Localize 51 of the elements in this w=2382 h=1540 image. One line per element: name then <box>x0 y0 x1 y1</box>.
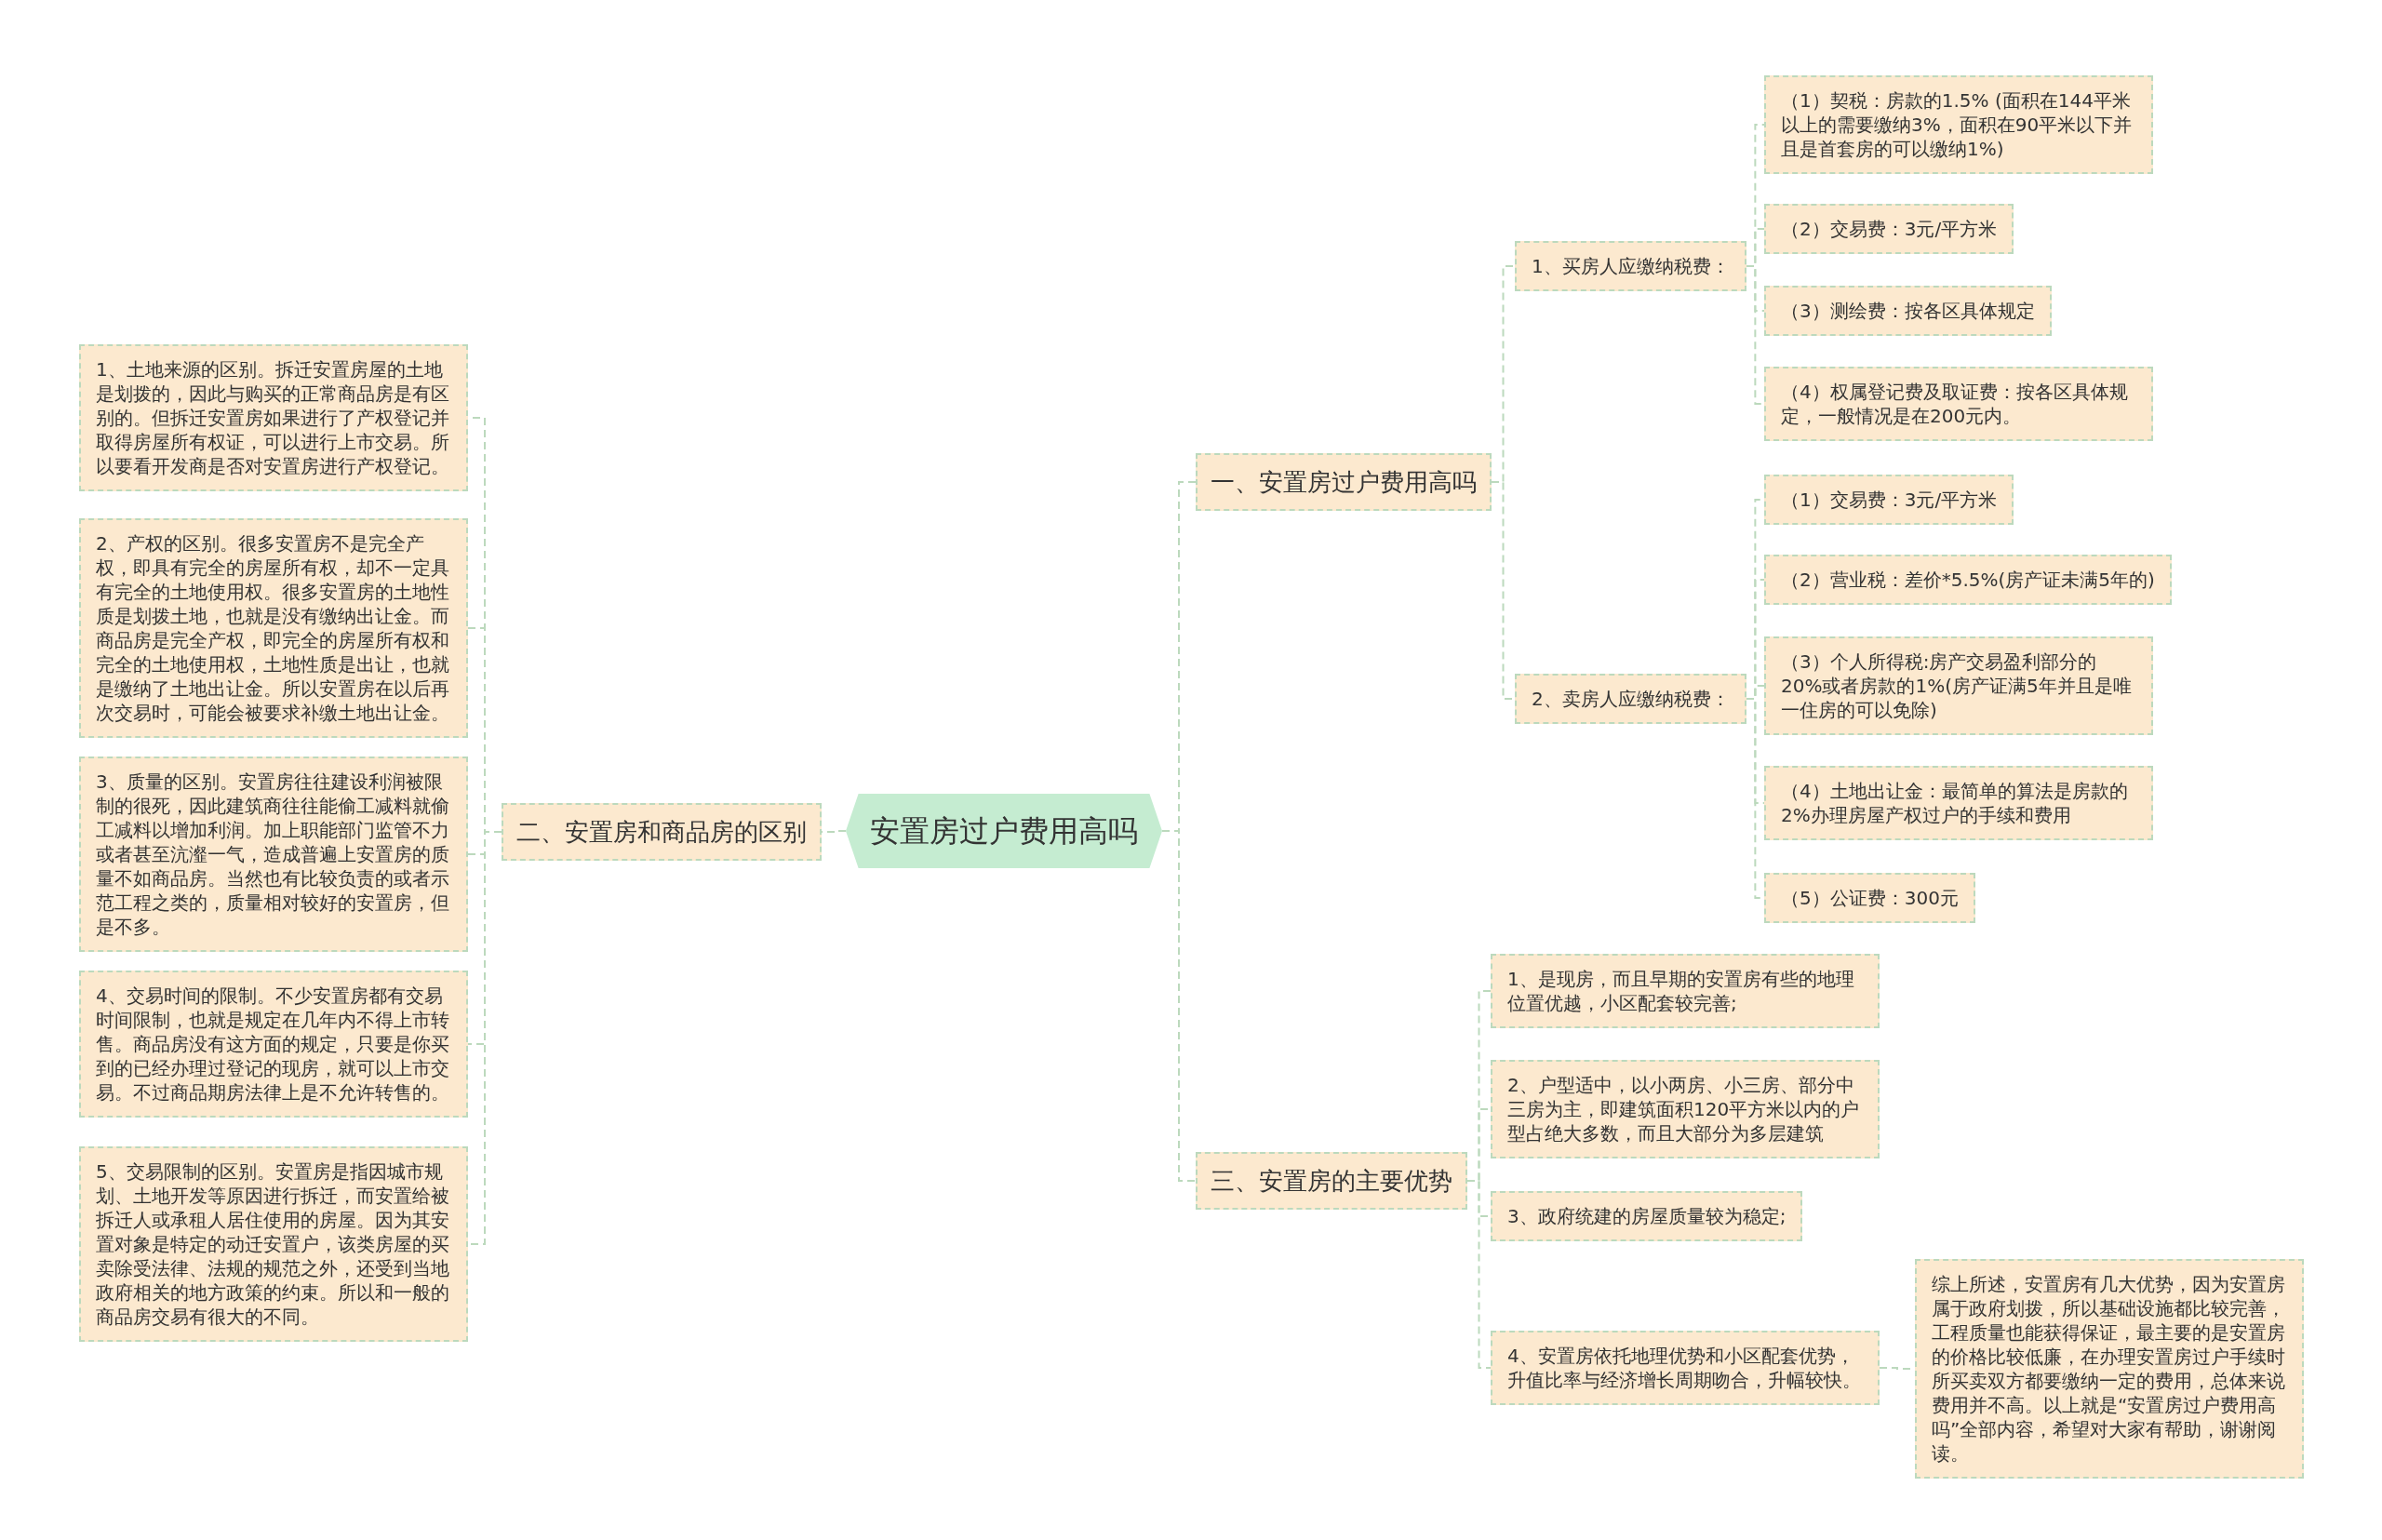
topic-text: （2）交易费：3元/平方米 <box>1781 217 1998 241</box>
topic-text: 3、质量的区别。安置房往往建设利润被限制的很死，因此建筑商往往能偷工减料就偷工减料以增加利润。加上职能部门监管不力或者甚至沆瀣一气，造成普遍上安置房的质量不如商品房。当然也有比较负责的或者示范工程之类的，质量相对较好的安置房，但是不多。 <box>96 770 450 939</box>
subtopic-box <box>79 1146 468 1342</box>
branch-topic <box>1196 1152 1467 1210</box>
topic-text: 2、卖房人应缴纳税费： <box>1532 687 1730 711</box>
topic-text: （4）权属登记费及取证费：按各区具体规定，一般情况是在200元内。 <box>1781 380 2129 428</box>
subtopic-box <box>1764 475 2014 525</box>
topic-text: （5）公证费：300元 <box>1781 886 1959 910</box>
topic-text: （2）营业税：差价*5.5%(房产证未满5年的) <box>1781 568 2155 592</box>
central-topic <box>846 794 1162 868</box>
topic-text: 二、安置房和商品房的区别 <box>516 817 807 848</box>
topic-text: 3、政府统建的房屋质量较为稳定; <box>1507 1204 1786 1228</box>
subtopic-box <box>79 518 468 738</box>
branch-topic <box>502 803 822 861</box>
subtopic-box <box>1764 204 2014 254</box>
topic-text: 1、是现房，而且早期的安置房有些的地理位置优越，小区配套较完善; <box>1507 967 1855 1015</box>
subtopic-box <box>1515 674 1746 724</box>
subtopic-box <box>1764 636 2153 735</box>
topic-text: 2、户型适中，以小两房、小三房、部分中三房为主，即建筑面积120平方米以内的户型占绝大多数，而且大部分为多层建筑 <box>1507 1073 1861 1145</box>
connector-line <box>1466 1180 1492 1369</box>
topic-text: 4、安置房依托地理优势和小区配套优势，升值比率与经济增长周期吻合，升幅较快。 <box>1507 1344 1862 1392</box>
subtopic-box <box>1515 241 1746 291</box>
topic-text: 4、交易时间的限制。不少安置房都有交易时间限制，也就是规定在几年内不得上市转售。商品房没有这方面的规定，只要是你买到的已经办理过登记的现房，就可以上市交易。不过商品期房法律上是不允许转售的。 <box>96 984 450 1105</box>
topic-text: 2、产权的区别。很多安置房不是完全产权，即具有完全的房屋所有权，却不一定具有完全的土地使用权。很多安置房的土地性质是划拨土地，也就是没有缴纳出让金。而商品房是完全产权，即完全的房屋所有权和完全的土地使用权，土地性质是出让，也就是缴纳了土地出让金。所以安置房在以后再次交易时，可能会被要求补缴土地出让金。 <box>96 531 450 725</box>
subtopic-box <box>1764 555 2172 605</box>
subtopic-box <box>1491 954 1880 1028</box>
subtopic-box <box>1764 873 1975 923</box>
subtopic-box <box>1491 1060 1880 1158</box>
subtopic-box <box>1764 286 2052 336</box>
topic-text: （4）土地出让金：最简单的算法是房款的2%办理房屋产权过户的手续和费用 <box>1781 779 2129 827</box>
subtopic-box <box>79 971 468 1118</box>
subtopic-box <box>1915 1259 2304 1479</box>
branch-topic <box>1196 453 1492 511</box>
topic-text: 5、交易限制的区别。安置房是指因城市规划、土地开发等原因进行拆迁，而安置给被拆迁人或承租人居住使用的房屋。因为其安置对象是特定的动迁安置户，该类房屋的买卖除受法律、法规的规范之外，还受到当地政府相关的地方政策的约束。所以和一般的商品房交易有很大的不同。 <box>96 1159 450 1329</box>
subtopic-box <box>1764 766 2153 840</box>
topic-text: 三、安置房的主要优势 <box>1211 1166 1452 1197</box>
topic-title: 安置房过户费用高吗 <box>870 812 1138 850</box>
topic-text: 一、安置房过户费用高吗 <box>1211 467 1477 498</box>
topic-text: 1、土地来源的区别。拆迁安置房屋的土地是划拨的，因此与购买的正常商品房是有区别的。但拆迁安置房如果进行了产权登记并取得房屋所有权证，可以进行上市交易。所以要看开发商是否对安置房进行产权登记。 <box>96 357 450 478</box>
topic-text: （3）个人所得税:房产交易盈利部分的20%或者房款的1%(房产证满5年并且是唯一住房的可以免除) <box>1781 649 2133 722</box>
subtopic-box <box>79 344 468 491</box>
subtopic-box <box>1764 367 2153 441</box>
subtopic-box <box>1764 75 2153 174</box>
subtopic-box <box>79 757 468 952</box>
topic-text: （1）契税：房款的1.5% (面积在144平米以上的需要缴纳3%，面积在90平米以下并且是首套房的可以缴纳1%) <box>1781 88 2134 161</box>
subtopic-box <box>1491 1191 1803 1241</box>
topic-text: 综上所述，安置房有几大优势，因为安置房属于政府划拨，所以基础设施都比较完善，工程质量也能获得保证，最主要的是安置房的价格比较低廉，在办理安置房过户手续时所买卖双方都要缴纳一定的费用，总体来说费用并不高。以上就是“安置房过户费用高吗”全部内容，希望对大家有帮助，谢谢阅读。 <box>1932 1272 2286 1466</box>
subtopic-box <box>1491 1331 1880 1405</box>
topic-text: 1、买房人应缴纳税费： <box>1532 254 1730 278</box>
topic-text: （3）测绘费：按各区具体规定 <box>1781 299 2035 323</box>
topic-text: （1）交易费：3元/平方米 <box>1781 488 1998 512</box>
